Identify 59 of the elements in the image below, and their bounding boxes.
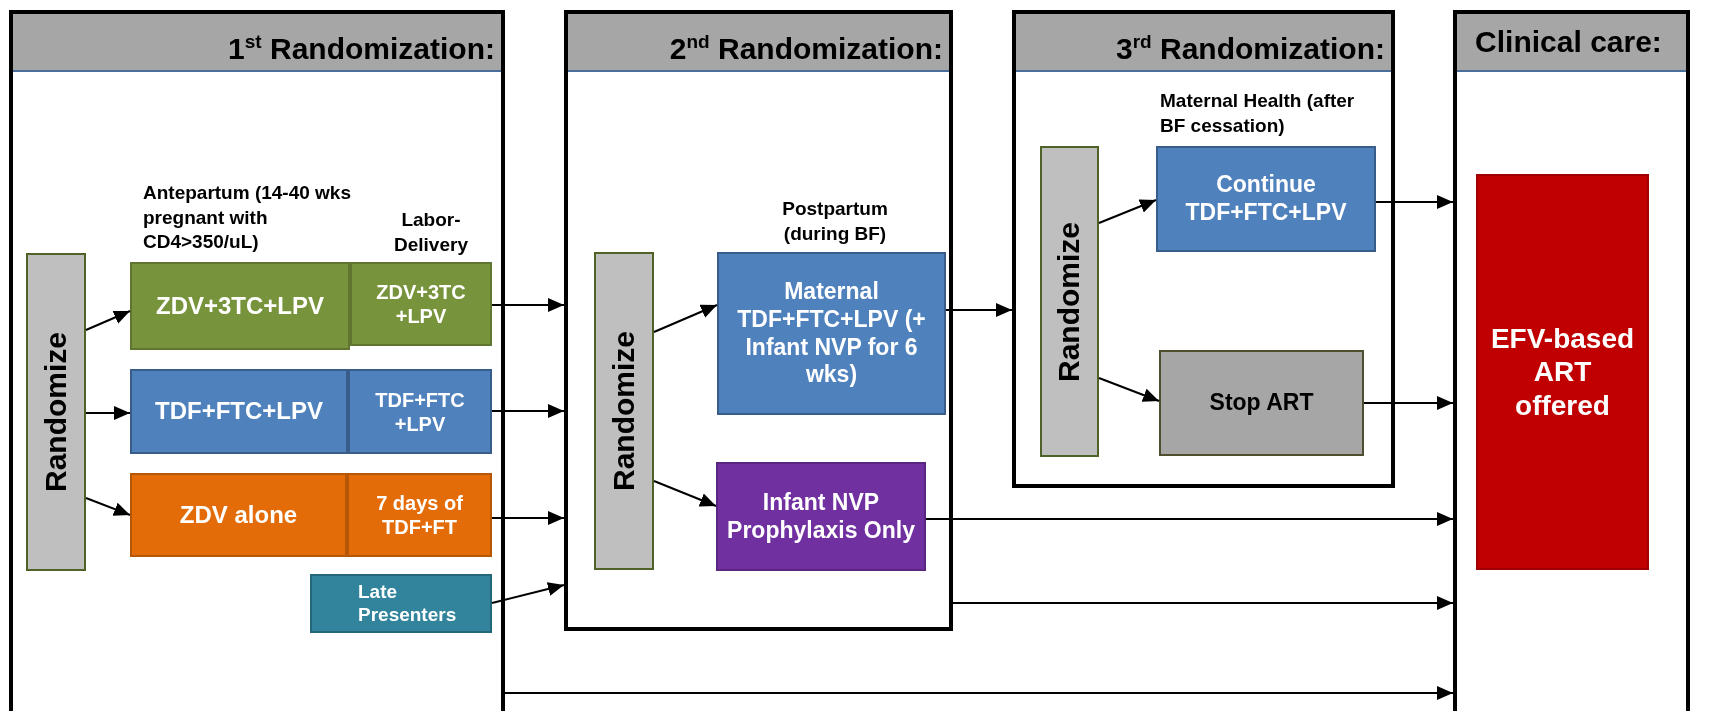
randomize-text: Randomize <box>607 331 641 491</box>
arrow <box>653 304 718 333</box>
arrow <box>925 512 1454 526</box>
treatment-box <box>1476 174 1649 570</box>
randomize-bar <box>26 253 86 571</box>
treatment-box <box>717 252 946 415</box>
arrow <box>491 582 565 604</box>
box-text: ZDV+3TC+LPV <box>155 291 324 321</box>
treatment-box <box>1156 146 1376 252</box>
box-text: Continue TDF+FTC+LPV <box>1184 171 1348 227</box>
box-text: Stop ART <box>1209 389 1314 417</box>
arrow <box>85 406 131 420</box>
box-text: Late Presenters <box>357 580 458 627</box>
arrow <box>1375 195 1454 209</box>
treatment-box <box>130 369 348 454</box>
box-text: Maternal TDF+FTC+LPV (+ Infant NVP for 6 wks) <box>736 278 927 389</box>
arrow <box>85 310 131 331</box>
phase-panel <box>1453 10 1690 711</box>
arrow <box>491 298 565 312</box>
treatment-box <box>347 473 492 557</box>
treatment-box <box>348 369 492 454</box>
column-heading: Antepartum (14-40 wks pregnant with CD4>350/uL) <box>143 181 352 255</box>
treatment-box <box>716 462 926 571</box>
phase-panel <box>9 10 505 711</box>
box-text: TDF+FTC +LPV <box>374 387 466 436</box>
arrow <box>85 497 131 516</box>
arrow <box>1098 199 1157 224</box>
panel-header: 3$^{rd}$ Randomization: <box>1016 14 1391 72</box>
randomize-bar <box>1040 146 1099 457</box>
arrow <box>945 303 1013 317</box>
arrow <box>952 596 1454 610</box>
arrow <box>653 480 717 507</box>
treatment-box <box>350 262 492 346</box>
treatment-box <box>130 473 347 557</box>
panel-header: 1$^{st}$ Randomization: <box>13 14 501 72</box>
box-text: TDF+FTC+LPV <box>155 397 323 426</box>
panel-header: 2$^{nd}$ Randomization: <box>568 14 949 72</box>
arrow <box>504 686 1454 700</box>
arrow <box>1363 396 1454 410</box>
randomize-bar <box>594 252 654 570</box>
phase-panel <box>1012 10 1395 488</box>
randomize-text: Randomize <box>1052 221 1087 382</box>
treatment-box <box>130 262 350 350</box>
box-text: ZDV+3TC +LPV <box>375 280 467 328</box>
phase-panel <box>564 10 953 631</box>
arrow <box>491 511 565 525</box>
box-text: 7 days of TDF+FT <box>375 491 464 539</box>
box-text: Infant NVP Prophylaxis Only <box>726 488 916 545</box>
panel-header: Clinical care: <box>1457 14 1686 72</box>
box-text: ZDV alone <box>179 500 298 530</box>
box-text: EFV-based ART offered <box>1489 321 1636 423</box>
arrow <box>491 404 565 418</box>
column-heading: Labor-Delivery <box>393 208 469 257</box>
column-heading: Postpartum (during BF) <box>781 197 889 246</box>
treatment-box <box>1159 350 1364 456</box>
treatment-box <box>310 574 492 633</box>
column-heading: Maternal Health (after BF cessation) <box>1160 89 1356 138</box>
arrow <box>1098 377 1160 402</box>
randomize-text: Randomize <box>39 332 73 492</box>
